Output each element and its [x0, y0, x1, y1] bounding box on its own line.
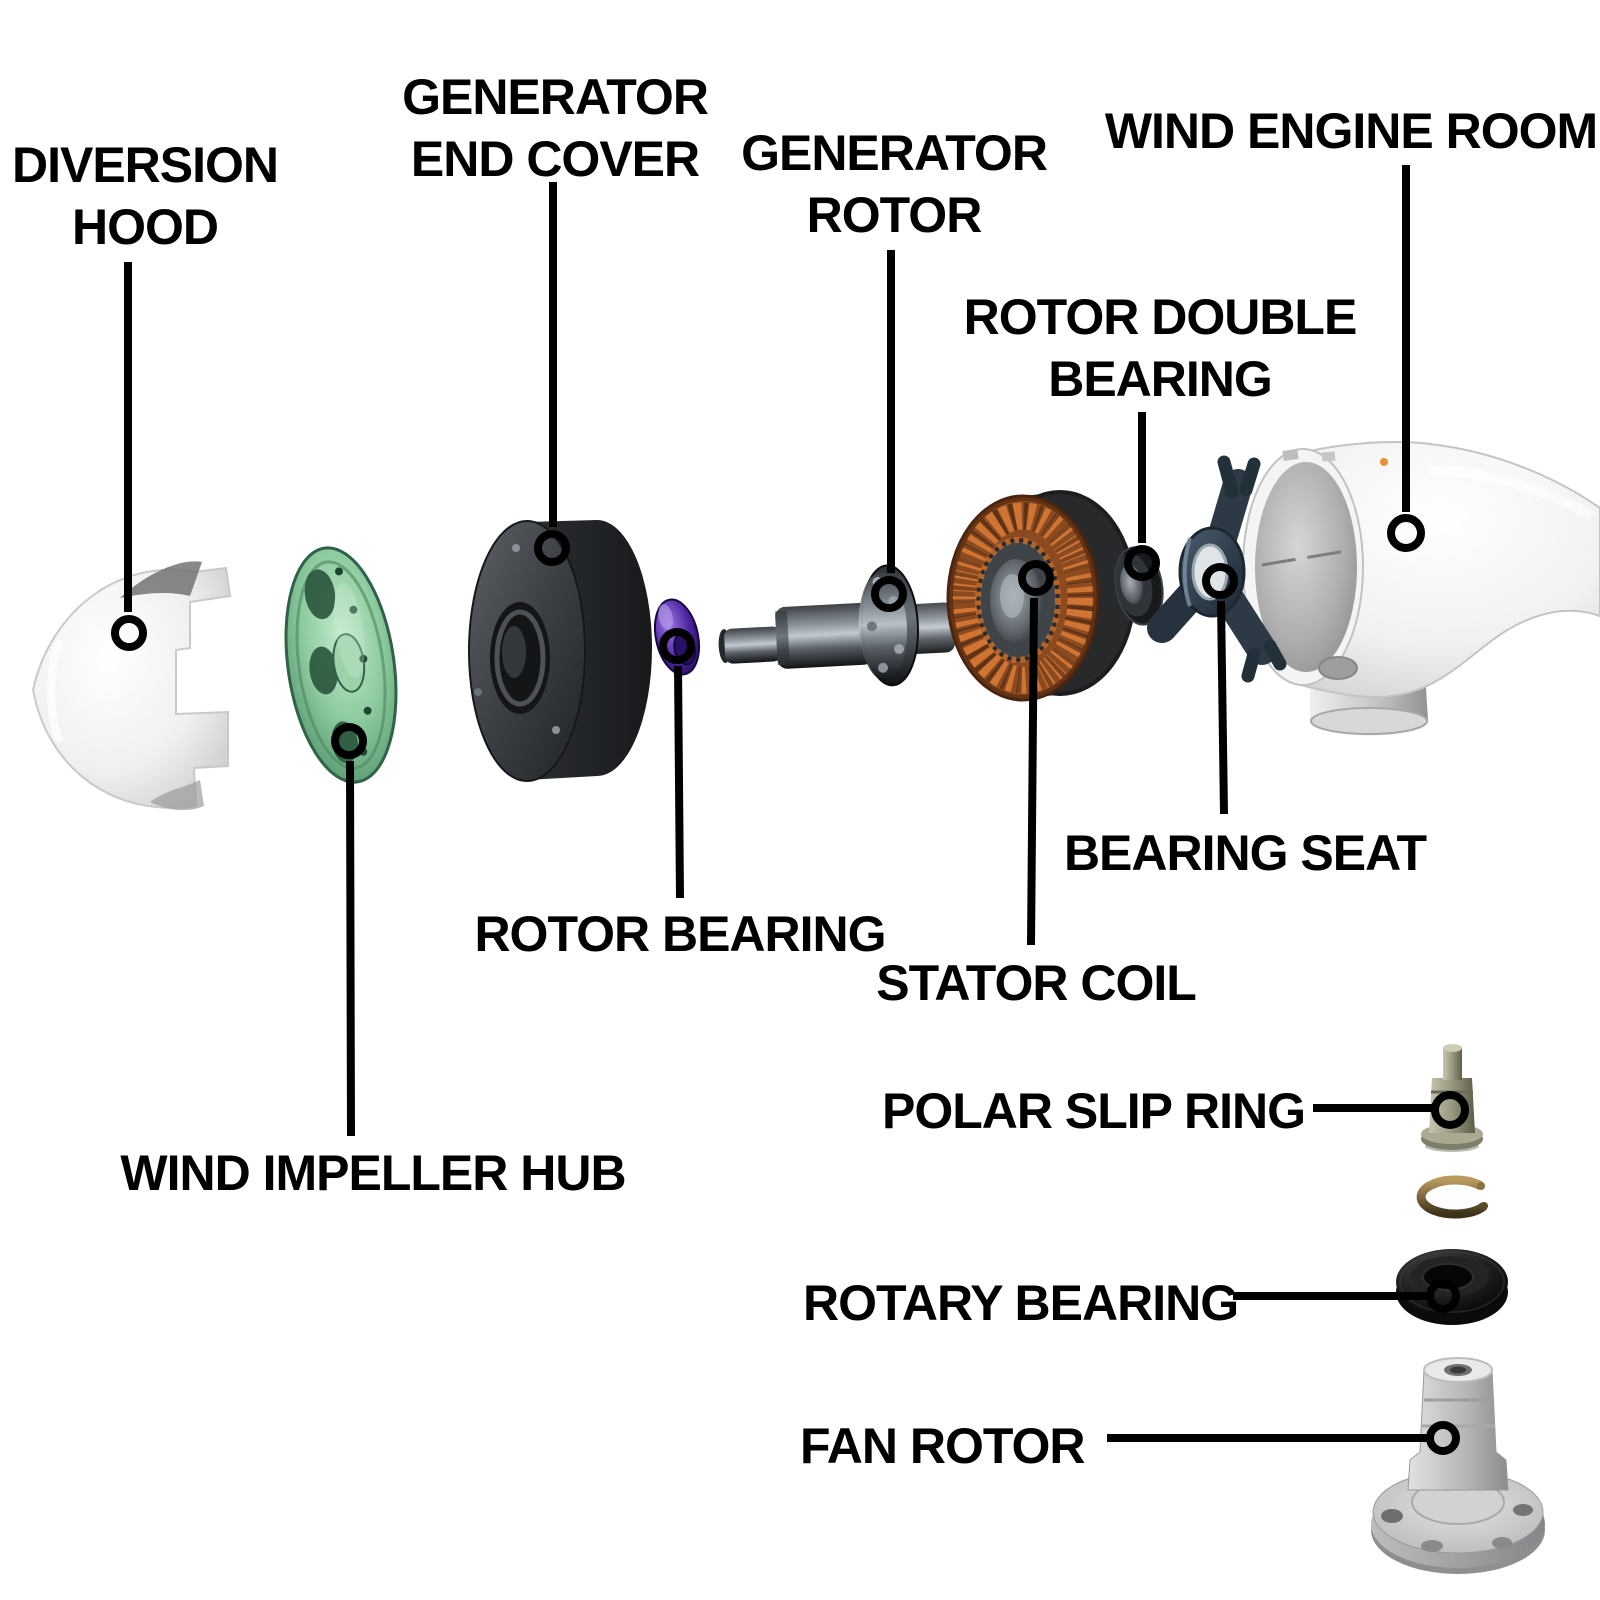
label-rotor-bearing: ROTOR BEARING	[474, 903, 886, 965]
label-bearing-seat: BEARING SEAT	[1063, 822, 1427, 884]
label-generator-end-cover-line2: END COVER	[410, 131, 700, 187]
marker-stator-coil	[1018, 560, 1054, 596]
leader-rotor-bearing	[674, 665, 684, 899]
label-rotor-double-bearing-line1: ROTOR DOUBLE	[963, 289, 1358, 345]
marker-wind-engine-room	[1387, 514, 1425, 552]
label-rotor-double-bearing: ROTOR DOUBLE BEARING	[963, 286, 1358, 410]
marker-rotary-bearing	[1426, 1279, 1460, 1313]
marker-generator-rotor	[871, 576, 907, 612]
marker-bearing-seat	[1202, 563, 1238, 599]
label-generator-rotor-line1: GENERATOR	[741, 125, 1048, 181]
generator-rotor-part	[718, 564, 955, 687]
label-generator-rotor-line2: ROTOR	[806, 187, 983, 243]
label-diversion-hood-line2: HOOD	[72, 199, 219, 255]
label-generator-end-cover: GENERATOR END COVER	[402, 66, 709, 190]
label-wind-engine-room-line1: WIND ENGINE ROOM	[1104, 103, 1598, 159]
generator-end-cover-part	[468, 520, 652, 782]
label-generator-rotor: GENERATOR ROTOR	[741, 122, 1048, 246]
polar-slip-ring-part	[1421, 1044, 1483, 1152]
c-clip-part	[1416, 1175, 1488, 1219]
label-wind-impeller-hub-line1: WIND IMPELLER HUB	[120, 1145, 626, 1201]
marker-wind-impeller-hub	[331, 723, 367, 759]
leader-stator-coil	[1027, 597, 1038, 946]
label-polar-slip-ring-line1: POLAR SLIP RING	[882, 1083, 1306, 1139]
leader-wind-impeller-hub	[346, 760, 355, 1137]
leader-bearing-seat	[1217, 600, 1228, 815]
label-rotor-bearing-line1: ROTOR BEARING	[474, 906, 886, 962]
label-wind-impeller-hub: WIND IMPELLER HUB	[120, 1142, 626, 1204]
label-rotary-bearing-line1: ROTARY BEARING	[803, 1275, 1239, 1331]
diversion-hood-part	[31, 561, 232, 811]
label-diversion-hood-line1: DIVERSION	[11, 137, 279, 193]
marker-rotor-double-bearing	[1124, 545, 1160, 581]
label-stator-coil-line1: STATOR COIL	[876, 955, 1197, 1011]
label-stator-coil: STATOR COIL	[876, 952, 1197, 1014]
label-wind-engine-room: WIND ENGINE ROOM	[1104, 100, 1598, 162]
label-diversion-hood: DIVERSION HOOD	[11, 134, 279, 258]
marker-polar-slip-ring	[1431, 1091, 1469, 1129]
wind-impeller-hub-part	[284, 546, 398, 784]
label-generator-end-cover-line1: GENERATOR	[402, 69, 709, 125]
label-fan-rotor: FAN ROTOR	[800, 1415, 1086, 1477]
marker-fan-rotor	[1426, 1421, 1460, 1455]
fan-rotor-part	[1371, 1357, 1545, 1574]
stator-coil-part	[946, 490, 1136, 702]
label-fan-rotor-line1: FAN ROTOR	[800, 1418, 1086, 1474]
marker-rotor-bearing	[659, 628, 695, 664]
label-rotor-double-bearing-line2: BEARING	[1048, 351, 1273, 407]
label-rotary-bearing: ROTARY BEARING	[803, 1272, 1239, 1334]
label-polar-slip-ring: POLAR SLIP RING	[882, 1080, 1306, 1142]
wind-engine-room-part	[1242, 441, 1600, 736]
label-bearing-seat-line1: BEARING SEAT	[1063, 825, 1427, 881]
marker-generator-end-cover	[534, 530, 570, 566]
rotor-double-bearing-part	[1114, 546, 1164, 626]
marker-diversion-hood	[111, 615, 147, 651]
